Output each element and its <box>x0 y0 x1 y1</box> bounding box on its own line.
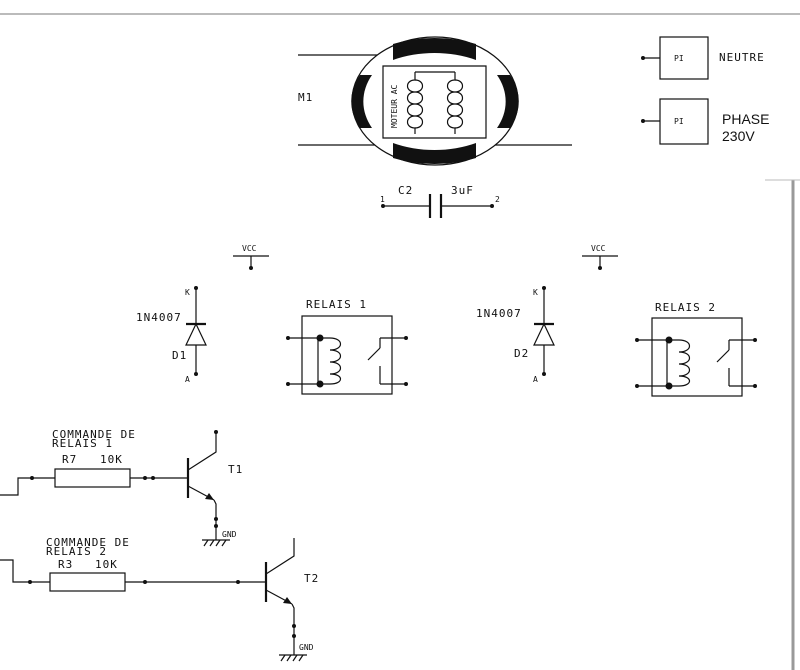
motor-pole-bottom <box>393 143 476 165</box>
diode-d1: K A 1N4007 D1 <box>136 286 207 384</box>
resistor-r7 <box>54 468 131 488</box>
command-1-line2: RELAIS 1 <box>52 437 113 450</box>
ground-1-label: GND <box>222 530 237 539</box>
terminal-box-phase <box>659 98 709 145</box>
resistor-r7-ref: R7 <box>62 453 77 466</box>
command-1-wire <box>0 477 55 496</box>
vcc-label-right: VCC <box>591 244 606 253</box>
capacitor-designator: C2 <box>398 184 413 197</box>
motor-winding-right <box>446 72 464 134</box>
resistor-r3-value: 10K <box>95 558 118 571</box>
terminal-type-phase: PI <box>674 117 684 126</box>
diode-d2-triangle <box>533 322 555 346</box>
terminal-label-neutre: NEUTRE <box>719 51 765 64</box>
terminal-phase: PI PHASE 230V <box>641 98 769 145</box>
command-2-line2: RELAIS 2 <box>46 545 107 558</box>
motor-body-text: MOTEUR AC <box>390 84 399 128</box>
relay-2-coil <box>669 339 691 387</box>
ground-2-label: GND <box>299 643 314 652</box>
relay-1-switch <box>367 347 381 361</box>
terminal-box-neutre <box>659 36 709 80</box>
diode-d1-triangle <box>185 322 207 346</box>
diode-d2-part: 1N4007 <box>476 307 522 320</box>
diode-d2-anode: A <box>533 375 538 384</box>
motor-housing <box>351 36 519 166</box>
motor-pole-top <box>393 37 476 60</box>
relay-2: RELAIS 2 <box>635 301 757 397</box>
diode-d1-ref: D1 <box>172 349 187 362</box>
transistor-t2-collector <box>265 538 295 575</box>
terminal-neutre: PI NEUTRE <box>641 36 765 80</box>
relay-1-coil <box>320 337 342 385</box>
diode-d2: K A 1N4007 D2 <box>476 286 555 384</box>
terminal-label-phase-line2: 230V <box>722 128 755 144</box>
transistor-t2-ref: T2 <box>304 572 319 585</box>
motor-winding-left <box>406 72 424 134</box>
transistor-t1-collector <box>187 432 217 471</box>
command-1-line1: COMMANDE DE <box>52 428 136 441</box>
capacitor-c2: C2 3uF 1 2 <box>380 184 500 218</box>
capacitor-value: 3uF <box>451 184 474 197</box>
vcc-right: VCC <box>582 244 618 270</box>
vcc-label-left: VCC <box>242 244 257 253</box>
vcc-left: VCC <box>233 244 269 270</box>
resistor-r3 <box>49 572 126 592</box>
capacitor-pin2: 2 <box>495 195 500 204</box>
motor-designator: M1 <box>298 91 313 104</box>
motor-pole-right <box>497 75 519 128</box>
command-2-line1: COMMANDE DE <box>46 536 130 549</box>
resistor-r3-ref: R3 <box>58 558 73 571</box>
transistor-t1-ref: T1 <box>228 463 243 476</box>
command-2-wire <box>0 559 50 583</box>
diode-d1-part: 1N4007 <box>136 311 182 324</box>
motor-m1: M1 MOTEUR AC <box>298 36 572 166</box>
relay-2-switch <box>716 349 730 363</box>
capacitor-pin1: 1 <box>380 195 385 204</box>
diode-d1-anode: A <box>185 375 190 384</box>
transistor-t2-ground-wire <box>291 603 295 655</box>
resistor-r7-value: 10K <box>100 453 123 466</box>
relay-2-title: RELAIS 2 <box>655 301 716 314</box>
relay-1-title: RELAIS 1 <box>306 298 367 311</box>
terminal-label-phase-line1: PHASE <box>722 111 769 127</box>
relay-1: RELAIS 1 <box>286 298 408 395</box>
motor-stator <box>382 65 487 139</box>
relay-1-body <box>301 315 393 395</box>
diode-d2-ref: D2 <box>514 347 529 360</box>
driver-relay-2: COMMANDE DE RELAIS 2 R3 10K T2 GND <box>0 536 319 662</box>
motor-pole-left <box>351 75 372 128</box>
driver-relay-1: COMMANDE DE RELAIS 1 R7 10K T1 GND <box>0 428 243 547</box>
diode-d2-cathode: K <box>533 288 538 297</box>
diode-d1-cathode: K <box>185 288 190 297</box>
terminal-type-neutre: PI <box>674 54 684 63</box>
